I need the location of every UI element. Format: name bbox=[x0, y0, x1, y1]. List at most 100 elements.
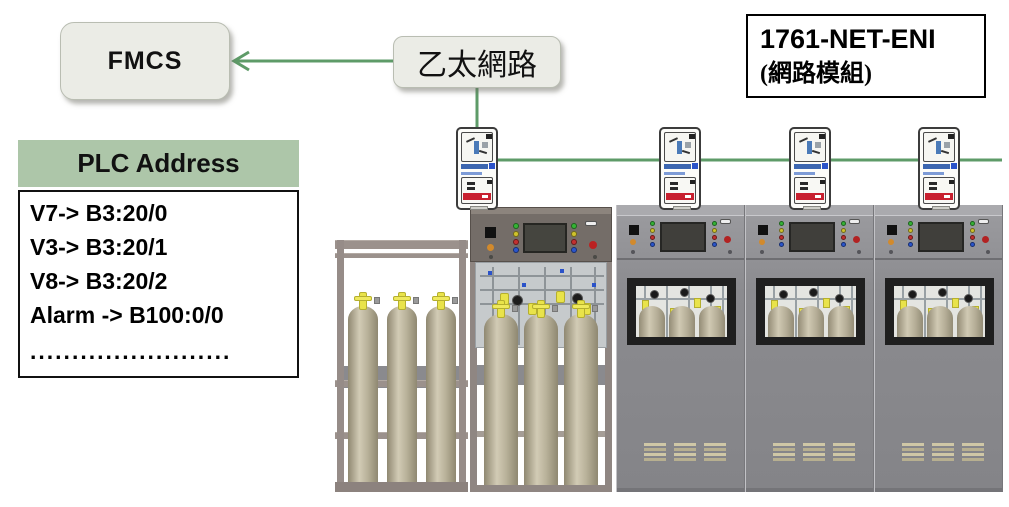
gas-pipe bbox=[795, 286, 797, 337]
status-led bbox=[970, 235, 975, 240]
rack-base bbox=[335, 482, 468, 492]
fmcs-arrow-line bbox=[231, 50, 395, 72]
panel-divider bbox=[617, 258, 744, 260]
panel-display-small bbox=[758, 225, 768, 235]
status-led bbox=[571, 239, 577, 245]
panel-button-orange bbox=[630, 239, 636, 245]
module-label-blue bbox=[794, 164, 821, 169]
rack-rail bbox=[335, 240, 468, 249]
cylinder-valve-handle bbox=[432, 296, 450, 301]
status-led bbox=[841, 242, 846, 247]
net-eni-module bbox=[456, 127, 498, 210]
detail-mark bbox=[800, 187, 808, 190]
vent-louver bbox=[932, 448, 954, 451]
mini-cylinder bbox=[927, 306, 953, 337]
alarm-label-text-mark bbox=[815, 195, 821, 198]
module-label-chip bbox=[822, 163, 828, 169]
detail-mark bbox=[487, 180, 492, 184]
gas-cabinet-open bbox=[470, 205, 612, 492]
eni-label-box: 1761-NET-ENI (網路模組) bbox=[746, 14, 986, 98]
vent-louver bbox=[902, 443, 924, 446]
regulator-knob bbox=[964, 294, 973, 303]
panel-button-red bbox=[853, 236, 860, 243]
detail-mark bbox=[940, 149, 950, 155]
panel-bevel bbox=[471, 208, 611, 214]
vent-louver bbox=[773, 458, 795, 461]
detail-mark bbox=[948, 134, 954, 139]
regulator-knob bbox=[938, 288, 947, 297]
mini-cylinder bbox=[897, 306, 923, 337]
gas-pipe bbox=[518, 267, 520, 345]
plc-entry: V3-> B3:20/1 bbox=[30, 234, 168, 260]
module-alarm-label bbox=[796, 193, 824, 200]
status-led bbox=[779, 221, 784, 226]
valve-fitting bbox=[413, 297, 419, 304]
vent-louver bbox=[704, 453, 726, 456]
module-label-line bbox=[461, 172, 482, 175]
plc-address-title: PLC Address bbox=[77, 148, 240, 178]
panel-button-orange bbox=[888, 239, 894, 245]
viewing-window-glass bbox=[636, 286, 727, 337]
vent-louver bbox=[833, 443, 855, 446]
gas-pipe bbox=[636, 298, 727, 300]
panel-display-small bbox=[887, 225, 897, 235]
gas-cylinder bbox=[484, 314, 518, 490]
gas-pipe bbox=[666, 286, 668, 337]
panel-button-orange bbox=[759, 239, 765, 245]
panel-screen bbox=[523, 223, 567, 253]
gas-pipe bbox=[894, 298, 985, 300]
status-led bbox=[841, 235, 846, 240]
control-panel bbox=[470, 207, 612, 262]
valve-fitting bbox=[374, 297, 380, 304]
status-led bbox=[513, 223, 519, 229]
vent-louver bbox=[674, 458, 696, 461]
plc-entry: V7-> B3:20/0 bbox=[30, 200, 168, 226]
module-blue-part bbox=[677, 141, 682, 154]
panel-screw bbox=[631, 250, 635, 254]
cylinder-valve-handle bbox=[354, 296, 372, 301]
panel-divider bbox=[746, 258, 873, 260]
plc-entry: ........................ bbox=[30, 338, 232, 364]
detail-mark bbox=[819, 134, 825, 139]
detail-mark bbox=[690, 180, 695, 184]
module-label-line bbox=[794, 172, 815, 175]
module-alarm-label bbox=[463, 193, 491, 200]
vent-louver bbox=[644, 458, 666, 461]
vent-louver bbox=[962, 448, 984, 451]
vent-louver bbox=[644, 443, 666, 446]
detail-mark bbox=[467, 182, 475, 185]
module-top-section bbox=[794, 132, 826, 162]
panel-screw bbox=[857, 250, 861, 254]
regulator-knob bbox=[809, 288, 818, 297]
detail-mark bbox=[670, 187, 678, 190]
cylinder-valve bbox=[359, 292, 367, 310]
detail-mark bbox=[689, 134, 695, 139]
status-led bbox=[712, 221, 717, 226]
gas-cylinder bbox=[426, 306, 456, 486]
alarm-label-text-mark bbox=[482, 195, 488, 198]
vent-louver bbox=[803, 448, 825, 451]
vent-louver bbox=[833, 458, 855, 461]
detail-mark bbox=[929, 187, 937, 190]
gas-cylinder-rack bbox=[335, 236, 468, 492]
sensor-dot bbox=[488, 271, 492, 275]
vent-louver bbox=[773, 448, 795, 451]
panel-port bbox=[720, 219, 731, 224]
valve-handle bbox=[528, 303, 537, 315]
status-led bbox=[571, 223, 577, 229]
vent-louver bbox=[932, 458, 954, 461]
status-led bbox=[908, 228, 913, 233]
status-led bbox=[650, 242, 655, 247]
module-label-chip bbox=[692, 163, 698, 169]
module-bottom-section bbox=[664, 177, 696, 204]
cabinet-top-strip bbox=[875, 205, 1002, 216]
status-led bbox=[571, 247, 577, 253]
gas-cabinet-enclosed bbox=[745, 199, 874, 492]
module-label-blue bbox=[923, 164, 950, 169]
valve-fitting bbox=[512, 305, 518, 312]
plc-entry: Alarm -> B100:0/0 bbox=[30, 302, 224, 328]
module-mount-tab bbox=[932, 206, 950, 210]
gas-cabinet-enclosed bbox=[874, 199, 1003, 492]
vent-louver bbox=[962, 458, 984, 461]
vent-louver bbox=[773, 443, 795, 446]
